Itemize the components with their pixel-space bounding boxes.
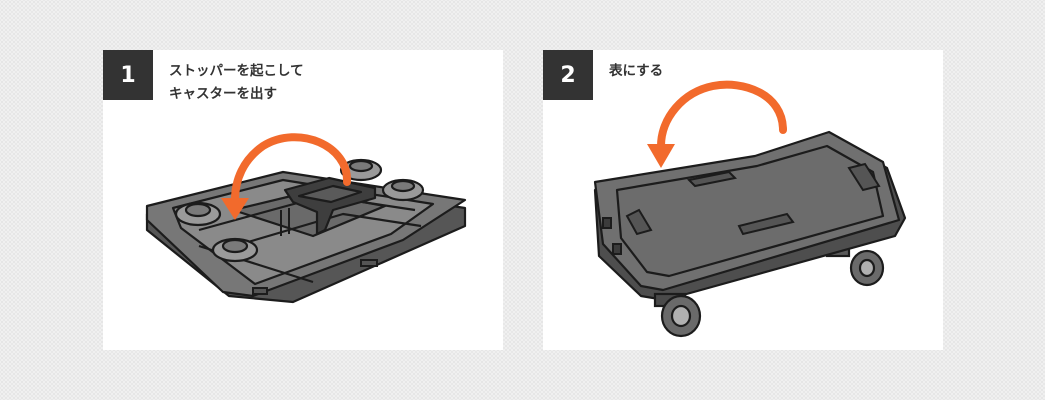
rotate-arrow-icon [221,133,351,220]
instruction-line: 表にする [609,63,664,79]
rotate-arrow-icon [647,80,787,168]
step-number-badge: 2 [543,50,593,100]
cart-topside-illustration [593,80,907,338]
step-2-panel: 2 表にする [543,50,943,350]
step-instruction: 表にする [609,60,663,83]
step-1-panel: 1 ストッパーを起こして キャスターを出す [103,50,503,350]
step-instruction: ストッパーを起こして キャスターを出す [169,60,304,106]
instruction-line: キャスターを出す [169,86,277,102]
cart-underside-illustration [145,133,467,304]
instruction-line: ストッパーを起こして [169,63,304,79]
step-number-badge: 1 [103,50,153,100]
